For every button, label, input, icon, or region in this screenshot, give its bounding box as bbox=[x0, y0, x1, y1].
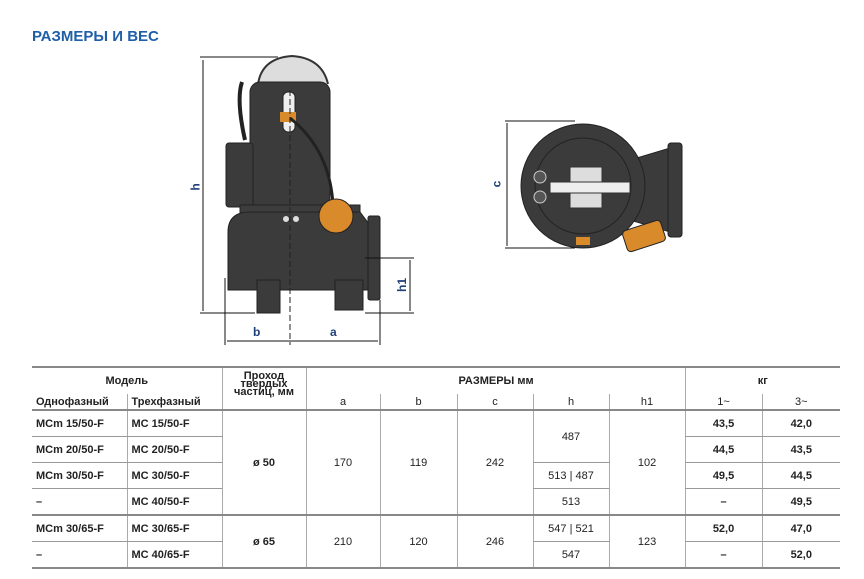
header-model: Модель bbox=[32, 366, 222, 394]
dim-label-h: h bbox=[188, 183, 203, 191]
col-h1: h1 bbox=[608, 394, 686, 410]
a-value: 210 bbox=[305, 514, 380, 569]
pump-drawings bbox=[200, 54, 683, 345]
h1-value: 123 bbox=[608, 514, 686, 569]
model-single: MCm 30/65-F bbox=[32, 514, 127, 542]
table-row: MCm 20/50-F MC 20/50-F 44,5 43,5 bbox=[32, 436, 841, 463]
passage-value: ø 50 bbox=[221, 410, 306, 516]
weight-3ph: 43,5 bbox=[761, 436, 841, 463]
dimensions-weight-table: Модель Проход твердых частиц, мм РАЗМЕРЫ… bbox=[32, 366, 841, 569]
h-value: 487 bbox=[532, 410, 609, 463]
col-b: b bbox=[379, 394, 457, 410]
h-value: 513 bbox=[532, 488, 609, 515]
h1-value: 102 bbox=[608, 410, 686, 516]
weight-1ph: 43,5 bbox=[684, 410, 763, 437]
weight-1ph: 44,5 bbox=[684, 436, 763, 463]
model-single: MCm 15/50-F bbox=[32, 410, 127, 437]
h-value: 547 bbox=[532, 541, 609, 569]
weight-3ph: 49,5 bbox=[761, 488, 841, 515]
pump-front-view bbox=[225, 54, 381, 345]
table-row: MCm 30/50-F MC 30/50-F 513 | 487 49,5 44… bbox=[32, 462, 841, 489]
header-passage: Проход твердых частиц, мм bbox=[221, 366, 306, 411]
passage-value: ø 65 bbox=[221, 514, 306, 569]
h-value: 513 | 487 bbox=[532, 462, 609, 489]
table-row: MCm 15/50-F MC 15/50-F ø 50 170 119 242 … bbox=[32, 410, 841, 516]
b-value: 120 bbox=[379, 514, 457, 569]
model-three: MC 30/65-F bbox=[126, 514, 222, 542]
c-value: 242 bbox=[456, 410, 533, 516]
weight-3ph: 42,0 bbox=[761, 410, 841, 437]
model-single: MCm 30/50-F bbox=[32, 462, 127, 489]
header-dimensions: РАЗМЕРЫ мм bbox=[305, 366, 686, 394]
model-three: MC 20/50-F bbox=[126, 436, 222, 463]
weight-1ph: 49,5 bbox=[684, 462, 763, 489]
col-h: h bbox=[532, 394, 609, 410]
b-value: 119 bbox=[379, 410, 457, 516]
col-c: c bbox=[456, 394, 533, 410]
c-value: 246 bbox=[456, 514, 533, 569]
weight-1ph: 52,0 bbox=[684, 514, 763, 542]
weight-1ph: – bbox=[684, 488, 763, 515]
col-weight-3ph: 3~ bbox=[761, 394, 841, 410]
col-a: a bbox=[305, 394, 380, 410]
dim-label-b: b bbox=[253, 325, 261, 339]
header-single-phase: Однофазный bbox=[36, 395, 109, 408]
header-weight: кг bbox=[684, 366, 841, 394]
model-three: MC 30/50-F bbox=[126, 462, 222, 489]
model-single: – bbox=[36, 495, 43, 508]
table-row: MCm 30/65-F MC 30/65-F ø 65 210 120 246 … bbox=[32, 514, 841, 569]
h-value: 547 | 521 bbox=[532, 514, 609, 542]
model-three: MC 15/50-F bbox=[126, 410, 222, 437]
page-title: РАЗМЕРЫ И ВЕС bbox=[32, 28, 159, 45]
a-value: 170 bbox=[305, 410, 380, 516]
weight-3ph: 52,0 bbox=[761, 541, 841, 569]
dimension-lines bbox=[200, 56, 575, 345]
pump-top-view bbox=[520, 123, 683, 253]
model-single: MCm 20/50-F bbox=[32, 436, 127, 463]
weight-3ph: 47,0 bbox=[761, 514, 841, 542]
header-three-phase: Трехфазный bbox=[126, 394, 222, 410]
dim-label-c: c bbox=[489, 180, 504, 188]
weight-1ph: – bbox=[684, 541, 763, 569]
model-three: MC 40/65-F bbox=[126, 541, 222, 569]
model-single: – bbox=[32, 541, 127, 569]
table-row: – MC 40/50-F 513 – 49,5 bbox=[32, 488, 841, 515]
dim-label-a: a bbox=[330, 325, 337, 339]
dim-label-h1: h1 bbox=[395, 277, 410, 293]
table-row: – MC 40/65-F 547 – 52,0 bbox=[32, 541, 841, 569]
model-three: MC 40/50-F bbox=[126, 488, 222, 515]
col-weight-1ph: 1~ bbox=[684, 394, 763, 410]
weight-3ph: 44,5 bbox=[761, 462, 841, 489]
